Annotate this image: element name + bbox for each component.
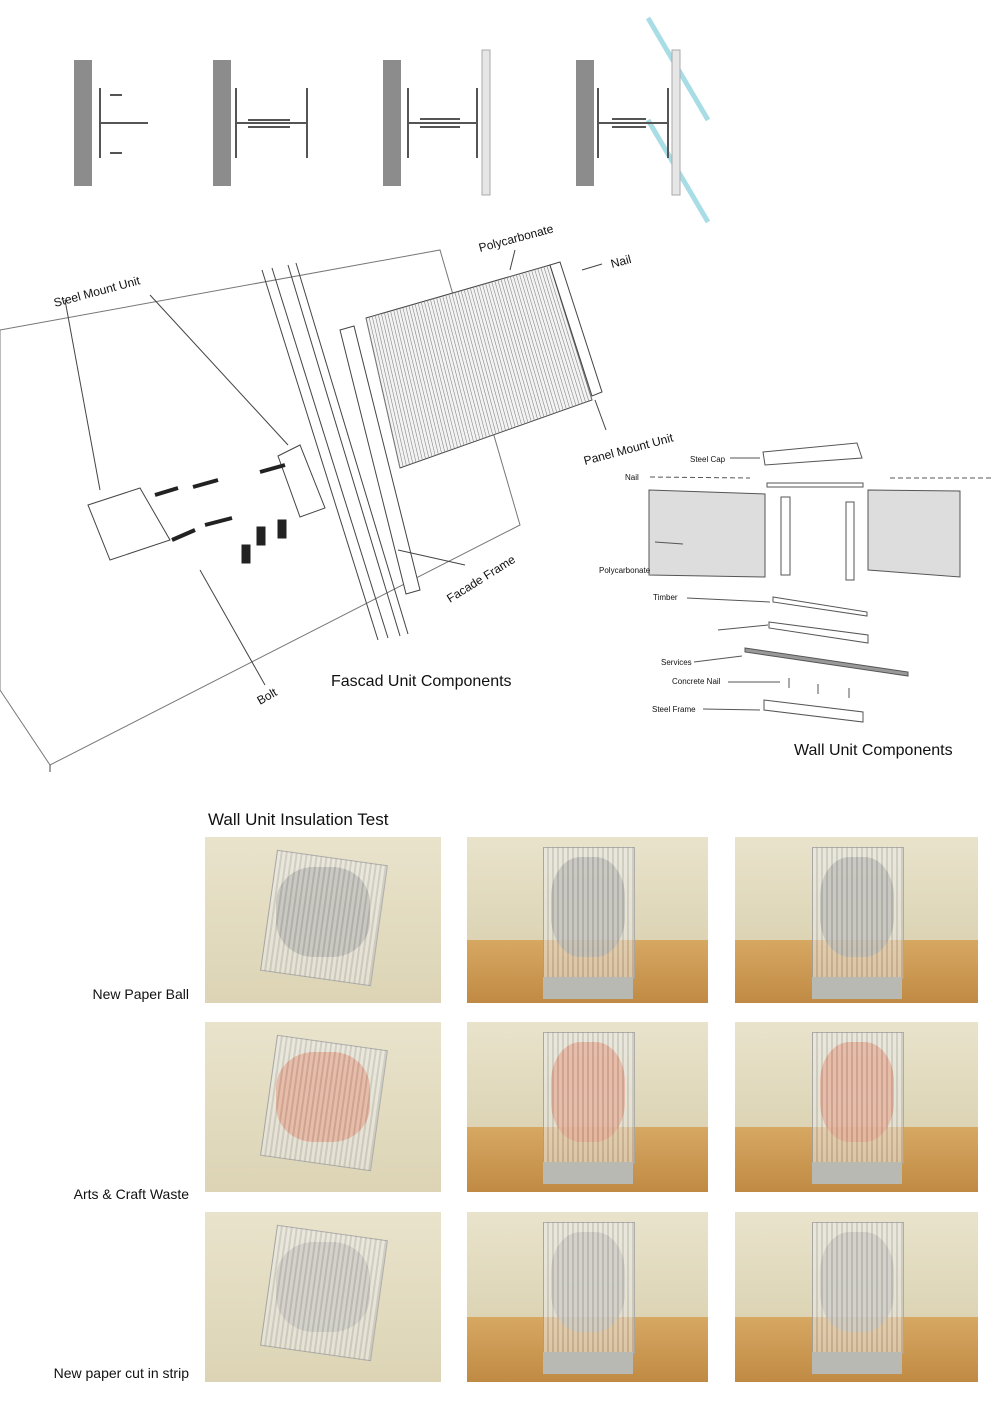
insulation-test-photo [735,1022,978,1192]
label-polycarbonate: Polycarbonate [477,221,555,254]
label-timber: Timber [653,593,678,602]
section-detail-2 [213,60,308,186]
insulation-test-title: Wall Unit Insulation Test [208,810,389,829]
insulation-test-photo [205,1022,441,1192]
wall-unit-exploded-diagram [648,442,992,723]
row-label-paper-ball: New Paper Ball [92,986,190,1002]
label-wall-nail: Nail [625,473,639,482]
label-wall-polycarbonate: Polycarbonate [599,566,651,575]
facade-exploded-diagram [0,249,607,772]
facade-title: Fascad Unit Components [331,673,512,690]
section-detail-3 [383,49,491,196]
diagram-canvas: Steel Mount Unit Polycarbonate Nail Pane… [0,16,992,772]
insulation-test-photo [467,1212,708,1382]
label-facade-frame: Facade Frame [444,552,518,605]
label-steel-frame: Steel Frame [652,705,696,714]
label-nail: Nail [609,252,633,271]
label-steel-cap: Steel Cap [690,455,726,464]
bolts [154,463,287,564]
section-detail-1 [74,60,148,186]
insulation-test-photo [735,1212,978,1382]
label-services: Services [661,658,692,667]
row-label-paper-strip: New paper cut in strip [53,1365,189,1381]
label-concrete-nail: Concrete Nail [672,677,721,686]
label-panel-mount-unit: Panel Mount Unit [582,430,675,468]
insulation-test-photo [205,1212,441,1382]
insulation-test-photo [735,837,978,1003]
wall-unit-title: Wall Unit Components [794,742,953,759]
section-detail-4 [576,16,711,224]
insulation-test-photo [467,837,708,1003]
insulation-test-photo [205,837,441,1003]
polycarbonate-ribs [365,264,593,469]
label-bolt: Bolt [255,685,280,708]
row-label-arts-craft: Arts & Craft Waste [73,1186,189,1202]
label-steel-mount-unit: Steel Mount Unit [52,273,142,310]
insulation-test-photo [467,1022,708,1192]
